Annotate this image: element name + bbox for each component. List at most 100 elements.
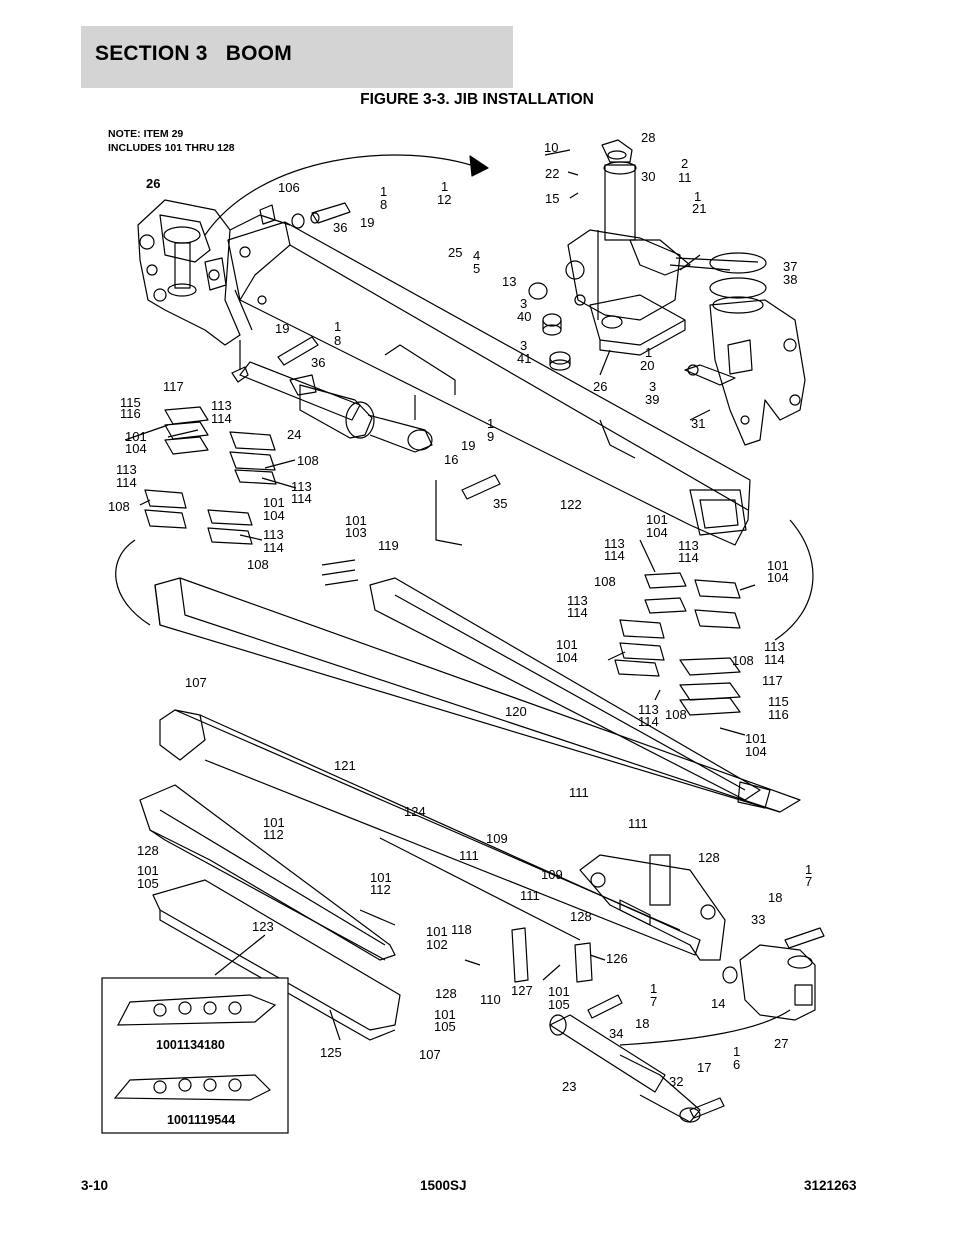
callout-106: 106 bbox=[278, 180, 300, 195]
callout-26: 26 bbox=[593, 379, 607, 394]
rotator-right-27 bbox=[722, 944, 816, 1021]
callout-39: 39 bbox=[645, 392, 659, 407]
arc-right bbox=[774, 519, 814, 641]
callout-112: 112 bbox=[263, 827, 284, 842]
callout-101: 101 bbox=[345, 513, 367, 528]
note-arrow-head bbox=[469, 155, 489, 177]
callout-104: 104 bbox=[745, 744, 767, 759]
callout-118: 118 bbox=[451, 922, 472, 937]
callout-117: 117 bbox=[163, 379, 184, 394]
callout-114: 114 bbox=[604, 548, 625, 563]
callout-9: 9 bbox=[487, 429, 494, 444]
footer-doc-number: 3121263 bbox=[804, 1178, 857, 1193]
callout-36: 36 bbox=[333, 220, 347, 235]
callout-114: 114 bbox=[211, 411, 232, 426]
callout-2: 2 bbox=[681, 156, 688, 171]
callout-24: 24 bbox=[287, 427, 301, 442]
callout-38: 38 bbox=[783, 272, 797, 287]
pin-35 bbox=[461, 474, 501, 500]
callout-1: 1 bbox=[650, 981, 657, 996]
callout-34: 34 bbox=[609, 1026, 623, 1041]
cable-chain-123 bbox=[139, 784, 396, 961]
inner-jib-121 bbox=[154, 577, 801, 813]
callout-27: 27 bbox=[774, 1036, 788, 1051]
callout-114: 114 bbox=[567, 605, 588, 620]
callout-111: 111 bbox=[628, 816, 648, 831]
callout-3: 3 bbox=[520, 296, 527, 311]
callout-107: 107 bbox=[419, 1047, 441, 1062]
callout-101: 101 bbox=[370, 870, 392, 885]
callout-113: 113 bbox=[678, 538, 699, 553]
callout-113: 113 bbox=[263, 527, 284, 542]
callout-113: 113 bbox=[604, 536, 625, 551]
callout-41: 41 bbox=[517, 351, 531, 366]
callout-108: 108 bbox=[108, 499, 130, 514]
callout-23: 23 bbox=[562, 1079, 576, 1094]
right-bracket-31 bbox=[684, 299, 806, 446]
callout-113: 113 bbox=[764, 639, 785, 654]
callout-101: 101 bbox=[137, 863, 159, 878]
callout-109: 109 bbox=[486, 831, 508, 846]
callout-123: 123 bbox=[252, 919, 274, 934]
callout-1: 1 bbox=[733, 1044, 740, 1059]
callout-7: 7 bbox=[805, 874, 812, 889]
callout-101: 101 bbox=[263, 495, 285, 510]
drawing-lines bbox=[115, 139, 825, 1123]
callout-28: 28 bbox=[641, 130, 655, 145]
lift-cylinder-24 bbox=[231, 361, 433, 453]
callout-104: 104 bbox=[767, 570, 789, 585]
callout-18: 18 bbox=[635, 1016, 649, 1031]
jib-boom-122 bbox=[227, 214, 751, 546]
callout-114: 114 bbox=[291, 491, 312, 506]
callout-114: 114 bbox=[263, 540, 284, 555]
callout-16: 16 bbox=[444, 452, 458, 467]
callout-120: 120 bbox=[505, 704, 527, 719]
callout-14: 14 bbox=[711, 996, 725, 1011]
callout-3: 3 bbox=[649, 379, 656, 394]
callout-104: 104 bbox=[646, 525, 668, 540]
callout-116: 116 bbox=[768, 707, 789, 722]
bushing-41 bbox=[549, 351, 571, 371]
callout-1: 1 bbox=[694, 189, 701, 204]
callout-13: 13 bbox=[502, 274, 516, 289]
callout-110: 110 bbox=[480, 992, 501, 1007]
wear-pads-right-group bbox=[614, 572, 741, 716]
callout-127: 127 bbox=[511, 983, 533, 998]
callout-7: 7 bbox=[650, 994, 657, 1009]
callout-10: 10 bbox=[544, 140, 558, 155]
callout-26: 26 bbox=[146, 176, 160, 191]
callout-105: 105 bbox=[434, 1019, 456, 1034]
callout-22: 22 bbox=[545, 166, 559, 181]
callout-116: 116 bbox=[120, 406, 141, 421]
callout-21: 21 bbox=[692, 201, 706, 216]
callout-107: 107 bbox=[185, 675, 207, 690]
inner-tube-120 bbox=[369, 577, 771, 809]
callout-113: 113 bbox=[567, 593, 588, 608]
callout-8: 8 bbox=[380, 197, 387, 212]
callout-32: 32 bbox=[669, 1074, 683, 1089]
arc-left bbox=[115, 539, 151, 626]
wear-pads-left-group bbox=[144, 406, 277, 545]
callout-12: 12 bbox=[437, 192, 451, 207]
inset-part-a: 1001134180 bbox=[156, 1038, 225, 1052]
callout-121: 121 bbox=[334, 758, 356, 773]
callout-5: 5 bbox=[473, 261, 480, 276]
callout-33: 33 bbox=[751, 912, 765, 927]
bushing-40 bbox=[542, 313, 562, 336]
callout-19: 19 bbox=[275, 321, 289, 336]
callout-128: 128 bbox=[570, 909, 592, 924]
callout-119: 119 bbox=[378, 538, 399, 553]
pin-34 bbox=[587, 994, 623, 1019]
callout-6: 6 bbox=[733, 1057, 740, 1072]
callout-105: 105 bbox=[548, 997, 570, 1012]
callout-109: 109 bbox=[541, 867, 563, 882]
callout-20: 20 bbox=[640, 358, 654, 373]
callout-30: 30 bbox=[641, 169, 655, 184]
callout-128: 128 bbox=[137, 843, 159, 858]
note-arrow-curve bbox=[204, 154, 481, 236]
callout-128: 128 bbox=[435, 986, 457, 1001]
callout-40: 40 bbox=[517, 309, 531, 324]
callout-108: 108 bbox=[247, 557, 269, 572]
